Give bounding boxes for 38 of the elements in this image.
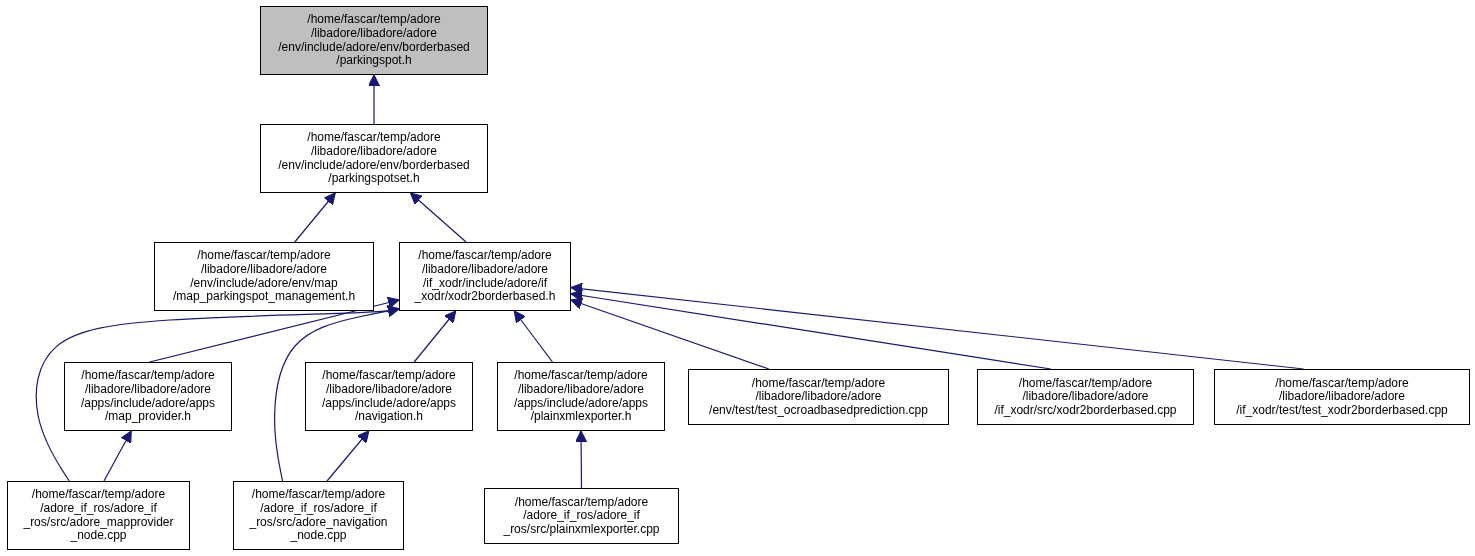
file-box — [497, 362, 665, 431]
file-path: /home/fascar/temp/adore /adore_if_ros/adore_if _ros/src/adore_mapprovider _node.cpp — [22, 488, 175, 543]
file-box — [233, 481, 404, 550]
file-box — [399, 242, 571, 311]
file-path: /home/fascar/temp/adore /libadore/libadore/adore /env/test/test_ocroadbasedprediction.cpp — [708, 376, 929, 418]
file-path: /home/fascar/temp/adore /libadore/libadore/adore /apps/include/adore/apps /map_provider.h — [79, 369, 217, 424]
file-box — [64, 362, 232, 431]
file-box — [1214, 369, 1470, 425]
file-path: /home/fascar/temp/adore /libadore/libadore/adore /if_xodr/src/xodr2borderbased.cpp — [993, 376, 1178, 418]
file-path: /home/fascar/temp/adore /adore_if_ros/adore_if _ros/src/plainxmlexporter.cpp — [502, 495, 661, 537]
arrow — [294, 192, 336, 243]
arrow — [149, 296, 400, 363]
file-path: /home/fascar/temp/adore /libadore/libadore/adore /if_xodr/test/test_xodr2borderbased.cpp — [1235, 376, 1449, 418]
file-box — [154, 242, 374, 311]
file-path: /home/fascar/temp/adore /libadore/libadore/adore /apps/include/adore/apps /navigation.h — [320, 369, 458, 424]
file-path: /home/fascar/temp/adore /libadore/libadore/adore /env/include/adore/env/map /map_parkingspot_management.h — [171, 249, 357, 304]
arrow — [570, 297, 770, 370]
file-path: /home/fascar/temp/adore /libadore/libadore/adore /env/include/adore/env/borderbased /parkingspotset.h — [277, 131, 471, 186]
file-box — [260, 124, 488, 193]
arrow — [413, 310, 457, 363]
arrow — [35, 305, 400, 482]
arrow — [326, 430, 370, 482]
file-box — [977, 369, 1194, 425]
file-box — [688, 369, 949, 425]
file-path: /home/fascar/temp/adore /libadore/libadore/adore /env/include/adore/env/borderbased /parkingspot.h — [277, 13, 471, 68]
arrow — [575, 430, 588, 489]
arrow — [103, 430, 132, 482]
arrow — [367, 74, 381, 125]
file-path: /home/fascar/temp/adore /libadore/libadore/adore /if_xodr/include/adore/if _xodr/xodr2borderbased.h — [413, 249, 557, 304]
file-path: /home/fascar/temp/adore /adore_if_ros/adore_if _ros/src/adore_navigation _node.cpp — [248, 488, 389, 543]
file-box — [305, 362, 473, 431]
file-box — [484, 488, 679, 544]
arrow — [409, 192, 467, 243]
file-box — [7, 481, 190, 550]
highlighted-file-box — [260, 6, 488, 75]
arrow — [513, 310, 554, 363]
arrow — [274, 304, 400, 482]
file-path: /home/fascar/temp/adore /libadore/libadore/adore /apps/include/adore/apps /plainxmlexporter.h — [512, 369, 650, 424]
